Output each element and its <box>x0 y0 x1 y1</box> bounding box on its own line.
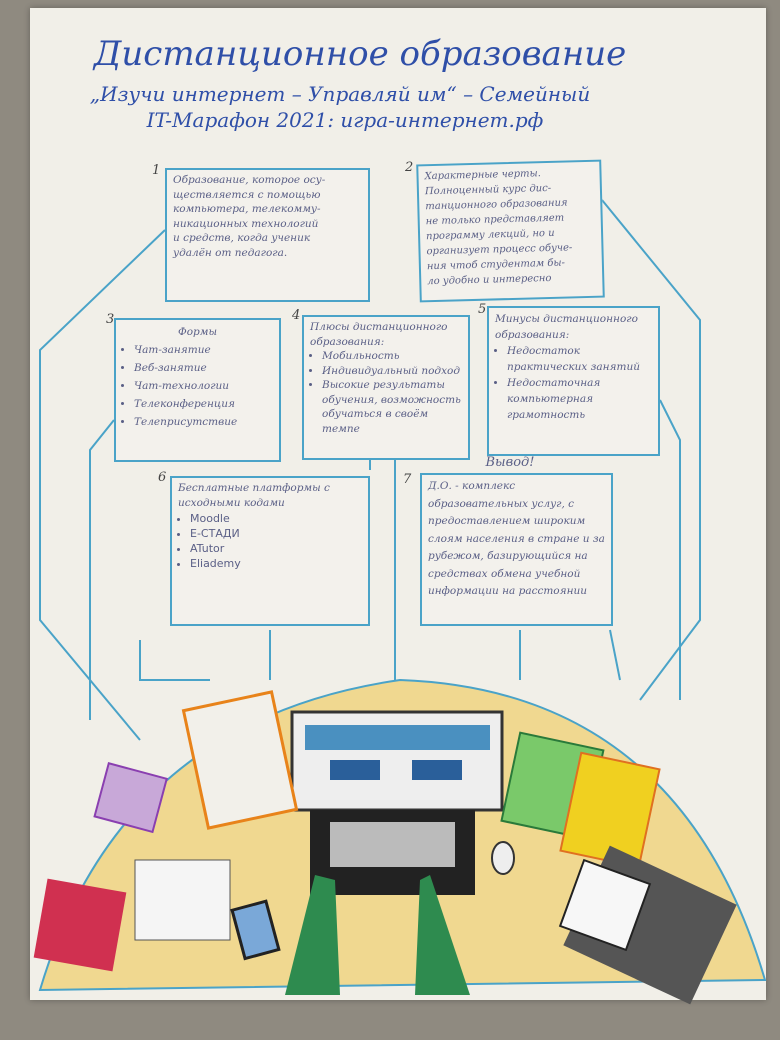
poster-subtitle-2: IT-Марафон 2021: игра-интернет.рф <box>146 108 544 132</box>
list-item: ATutor <box>190 541 362 556</box>
box-number: 3 <box>106 312 115 327</box>
list-item: Недостаточная компьютерная грамотность <box>507 375 652 423</box>
box-number: 7 <box>403 472 412 487</box>
list-item: Чат-занятие <box>134 341 273 359</box>
list-item: Телеконференция <box>134 395 273 413</box>
text-line: ществляется с помощью <box>173 188 321 201</box>
book-yellow <box>559 751 661 869</box>
box-number: 4 <box>292 308 301 323</box>
list-item: Индивидуальный подход <box>322 364 462 379</box>
text-line: и средств, когда ученик <box>173 232 311 244</box>
connector-lines <box>39 199 701 741</box>
phone-drawing <box>230 899 281 961</box>
list-item: Телеприсутствие <box>134 413 273 431</box>
text-line: ло удобно и интересно <box>427 272 552 288</box>
features-box: Характерные черты. Полноценный курс дис-… <box>416 159 605 303</box>
folder-drawing <box>181 690 299 830</box>
list-item: Чат-технологии <box>134 377 273 395</box>
box-number: 2 <box>405 160 414 175</box>
forms-box: Формы Чат-занятие Веб-занятие Чат-технол… <box>114 318 281 462</box>
box-number: 5 <box>478 302 487 317</box>
chart-paper <box>134 859 231 941</box>
text-line: удалён от педагога. <box>173 246 288 259</box>
notebook-purple <box>93 762 168 834</box>
definition-box: Образование, которое осу- ществляется с … <box>165 168 370 302</box>
cons-box: Минусы дистанционного образования: Недос… <box>487 306 660 456</box>
box-heading: Формы <box>177 326 218 338</box>
list-item: Eliademy <box>190 556 362 571</box>
pros-box: Плюсы дистанционного образования: Мобиль… <box>302 315 470 460</box>
arms-drawing <box>285 875 470 995</box>
poster-subtitle-1: „Изучи интернет – Управляй им“ – Семейны… <box>89 82 591 106</box>
text-line: никационных технологий <box>173 217 319 230</box>
list-item: Высокие результаты обучения, возможность… <box>322 378 462 436</box>
conclusion-heading: Вывод! <box>485 455 535 470</box>
box-heading: Бесплатные платформы с исходными кодами <box>178 482 330 509</box>
book-red <box>33 878 127 972</box>
box-number: 1 <box>152 163 161 178</box>
list-item: Недостаток практических занятий <box>507 343 652 375</box>
box-number: 6 <box>158 470 167 485</box>
list-item: E-СТАДИ <box>190 526 362 541</box>
conclusion-box: Д.О. - комплекс образовательных услуг, с… <box>420 473 613 626</box>
platforms-box: Бесплатные платформы с исходными кодами … <box>170 476 370 626</box>
mouse-drawing <box>491 841 515 875</box>
text-line: компьютера, телекомму- <box>173 203 321 215</box>
list-item: Moodle <box>190 511 362 526</box>
poster-title: Дистанционное образование <box>93 34 627 74</box>
box-heading: Минусы дистанционного образования: <box>495 313 638 341</box>
box-heading: Плюсы дистанционного образования: <box>310 321 448 348</box>
list-item: Мобильность <box>322 349 462 364</box>
text-line: Образование, которое осу- <box>173 174 326 186</box>
conclusion-text: Д.О. - комплекс образовательных услуг, с… <box>428 480 605 597</box>
list-item: Веб-занятие <box>134 359 273 377</box>
laptop-drawing <box>290 710 504 895</box>
